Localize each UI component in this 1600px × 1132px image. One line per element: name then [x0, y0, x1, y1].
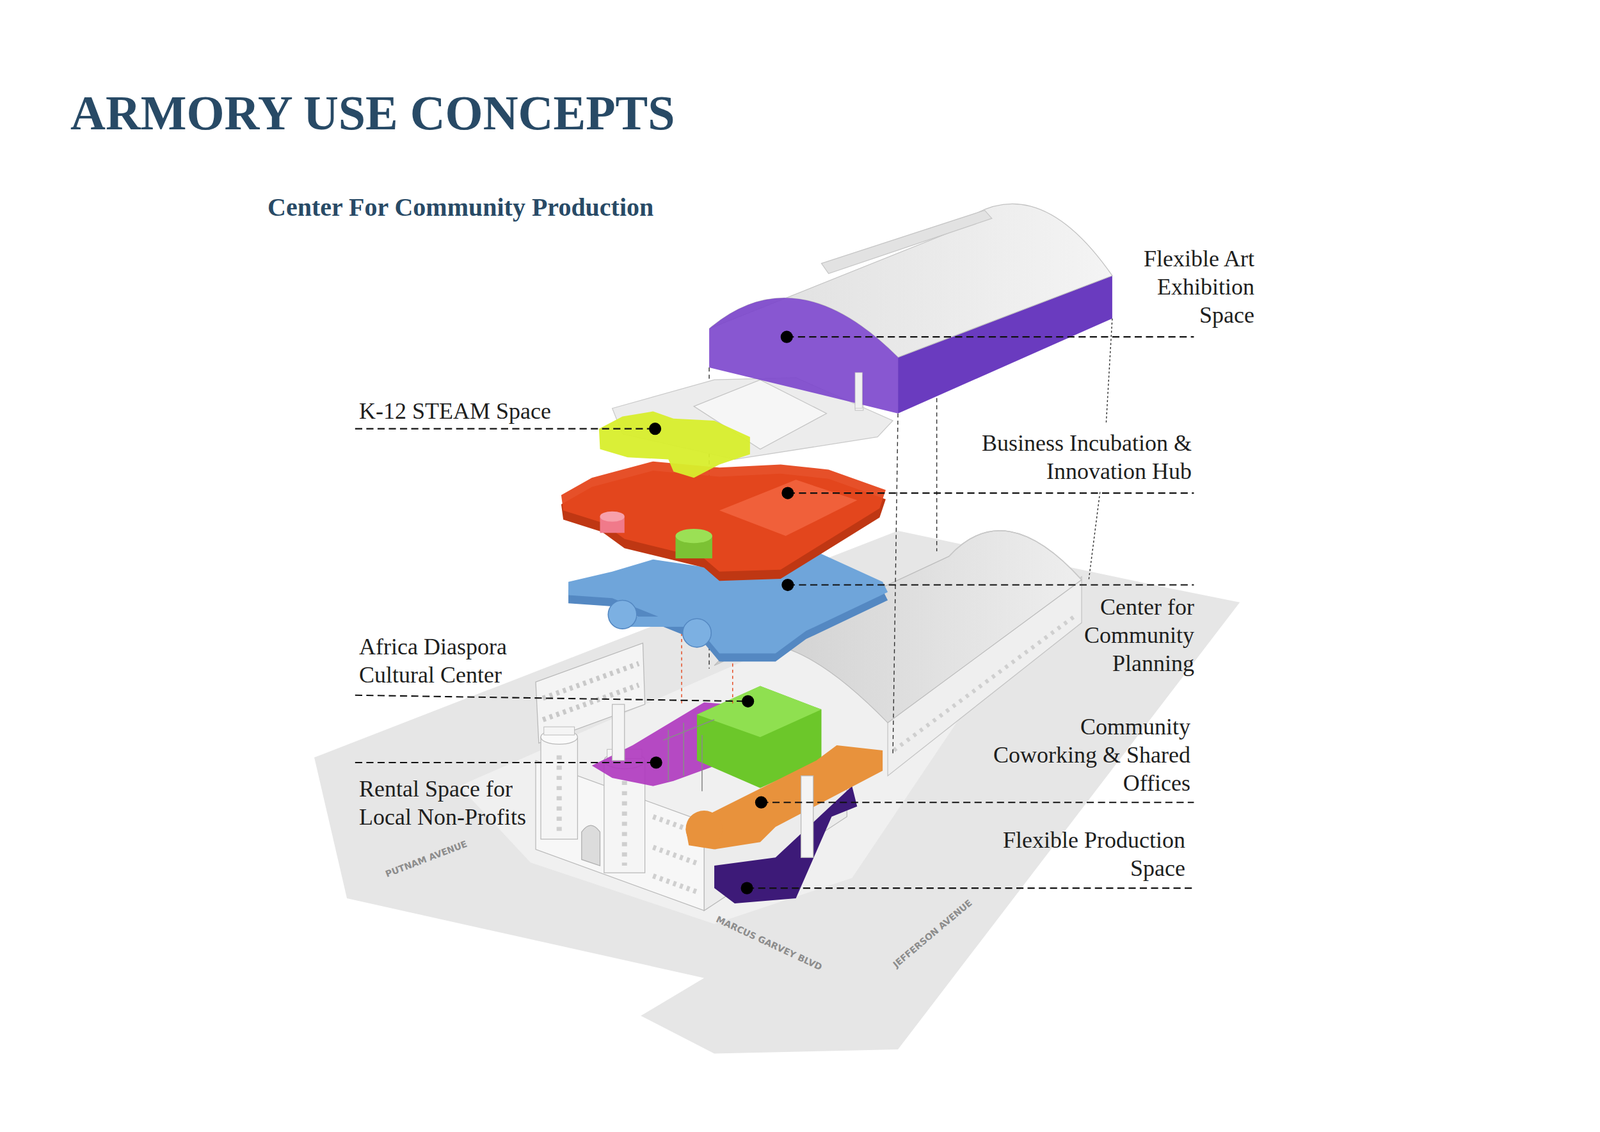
leader-dot — [780, 330, 793, 344]
wing-windows — [542, 663, 639, 698]
leader-line — [355, 428, 656, 430]
pink-cylinder-top — [600, 511, 625, 522]
leader-line — [787, 492, 1195, 494]
head-house-wing — [535, 642, 646, 743]
stair-tower — [612, 704, 625, 761]
front-windows — [652, 875, 698, 893]
leader-dot — [781, 487, 794, 500]
stair-tower — [801, 775, 814, 858]
coworking-slab — [685, 744, 883, 850]
callout-label: Rental Space for Local Non-Profits — [359, 774, 542, 831]
coworking-rotunda — [685, 810, 722, 847]
tower-windows — [622, 780, 628, 866]
scaffold-post — [682, 722, 685, 776]
callout-label: Flexible Production Space — [993, 825, 1186, 882]
art-vault-front — [709, 297, 898, 413]
leader-dot — [781, 578, 794, 591]
scaffold-frame — [663, 719, 715, 792]
callout-label: K-12 STEAM Space — [359, 396, 616, 425]
illustration-group — [314, 203, 1240, 1053]
tower-battlement — [544, 726, 575, 735]
leader-dots — [648, 330, 794, 895]
callout-label: Community Coworking & Shared Offices — [985, 712, 1191, 797]
planning-rotunda — [608, 600, 637, 630]
callout-label: Africa Diaspora Cultural Center — [359, 632, 526, 689]
scaffold-beam — [663, 719, 715, 740]
africa-diaspora-top — [696, 685, 822, 737]
business-hub-room — [719, 479, 857, 536]
green-cylinder-top — [675, 528, 712, 543]
projection-line — [1105, 318, 1113, 424]
planning-rotunda — [682, 618, 712, 648]
leader-dot — [648, 422, 662, 435]
business-hub-slab — [561, 461, 886, 572]
projection-line — [1088, 491, 1101, 580]
leader-dot — [755, 796, 768, 809]
leader-line — [787, 584, 1195, 586]
leader-line — [786, 336, 1194, 338]
leader-line — [355, 695, 749, 702]
drill-shed-arch-line — [949, 530, 1082, 580]
castle-gate — [581, 824, 601, 866]
leader-dot — [741, 695, 754, 708]
leader-line — [355, 761, 656, 763]
page-title: ARMORY USE CONCEPTS — [70, 88, 676, 137]
leader-dot — [741, 881, 754, 895]
castle-tower — [540, 736, 578, 839]
skylight-ridge — [821, 209, 992, 274]
leader-lines — [355, 336, 1195, 888]
scaffold-post — [701, 734, 703, 792]
front-windows — [652, 846, 698, 864]
leader-line — [746, 887, 1194, 889]
callout-label: Business Incubation & Innovation Hub — [970, 428, 1192, 486]
steam-slab — [599, 411, 751, 479]
vault-post — [855, 372, 863, 409]
leader-line — [760, 801, 1194, 803]
projection-line — [936, 398, 937, 552]
street-ground — [314, 530, 1240, 1053]
callout-label: Center for Community Planning — [1066, 592, 1195, 678]
tower-windows — [556, 755, 562, 832]
subtitle: Center For Community Production — [267, 192, 908, 223]
callout-label: Flexible Art Exhibition Space — [1116, 244, 1255, 329]
leader-dot — [650, 755, 663, 768]
